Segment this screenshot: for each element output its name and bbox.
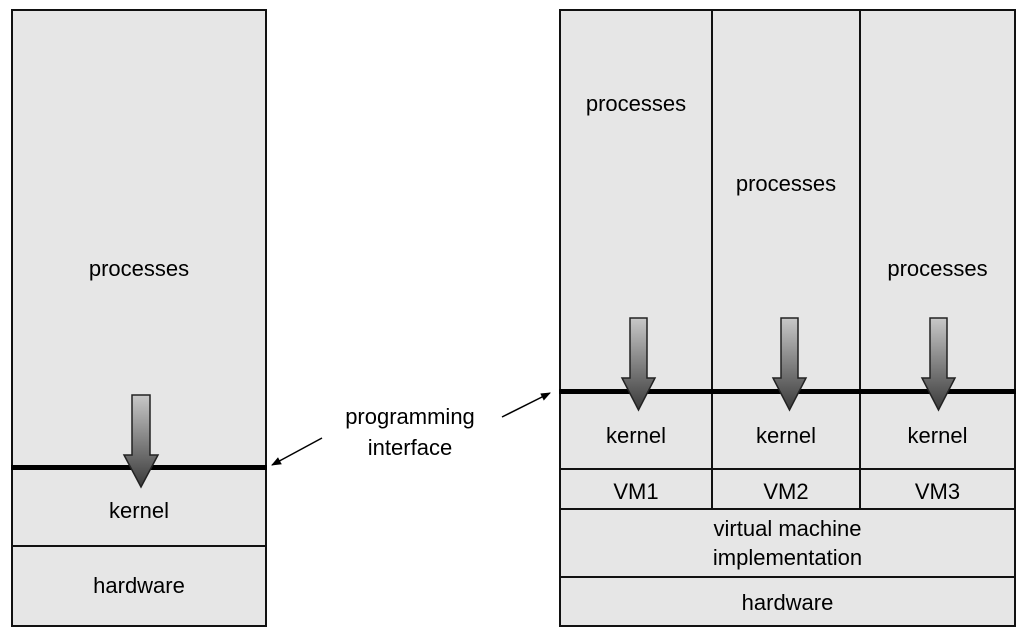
left-programming-interface-line	[11, 465, 267, 470]
vm1-label: VM1	[613, 479, 659, 504]
left-kernel-label: kernel	[109, 498, 169, 523]
right-hardware-label: hardware	[741, 590, 834, 615]
programming-interface-label-line2: interface	[367, 435, 453, 460]
vm2-kernel-label: kernel	[756, 423, 816, 448]
left-hardware-label: hardware	[93, 573, 185, 598]
callout-pointer-right-icon	[501, 392, 551, 418]
vm2-layer	[711, 468, 861, 510]
vm2-processes-label: processes	[735, 171, 837, 196]
vm-implementation-layer	[559, 508, 1016, 578]
right-hardware-layer	[559, 576, 1016, 627]
vm1-processes-label: processes	[585, 91, 687, 116]
vm3-label: VM3	[914, 479, 961, 504]
programming-interface-label-line1: programming	[345, 404, 475, 429]
left-processes-label: processes	[88, 256, 190, 281]
vm2-label: VM2	[763, 479, 809, 504]
vm-implementation-label-line1: virtual machine	[713, 516, 862, 541]
vm1-processes-layer	[559, 9, 713, 393]
vm1-kernel-label: kernel	[606, 423, 666, 448]
vm3-processes-layer	[859, 9, 1016, 393]
vm3-processes-label: processes	[887, 256, 988, 281]
right-programming-interface-line	[559, 389, 1016, 394]
vm2-processes-layer	[711, 9, 861, 393]
vm3-kernel-label: kernel	[907, 423, 968, 448]
vm3-layer	[859, 468, 1016, 510]
callout-pointer-left-icon	[271, 437, 323, 466]
left-processes-layer	[11, 9, 267, 470]
left-hardware-layer	[11, 545, 267, 627]
vm-implementation-label-line2: implementation	[712, 545, 863, 570]
